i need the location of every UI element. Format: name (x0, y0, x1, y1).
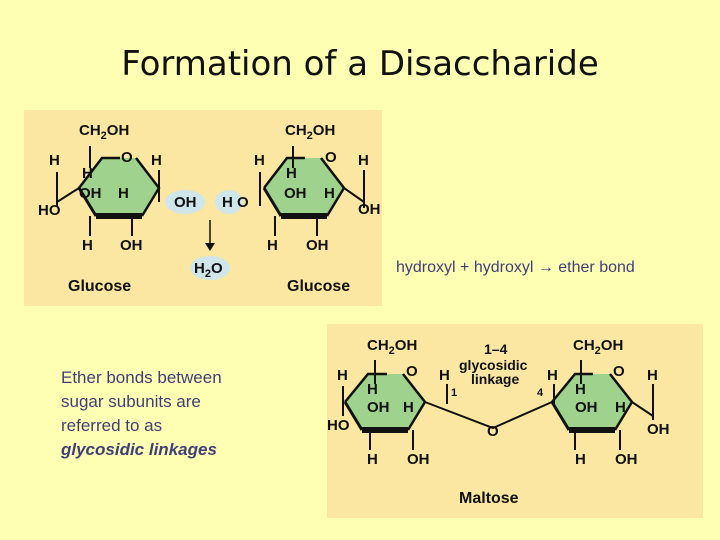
svg-text:O: O (613, 363, 625, 380)
svg-text:OH: OH (367, 399, 390, 416)
svg-text:CH2OH: CH2OH (573, 337, 623, 357)
glucose-caption-left: Glucose (68, 278, 132, 295)
svg-text:CH2OH: CH2OH (367, 337, 417, 357)
svg-text:O: O (487, 423, 499, 440)
svg-text:4: 4 (537, 387, 544, 399)
glucose-ring-left (56, 146, 161, 236)
svg-text:H: H (367, 451, 378, 468)
maltose-caption: Maltose (459, 490, 519, 507)
svg-text:OH: OH (120, 237, 143, 254)
svg-text:HO: HO (327, 417, 350, 434)
svg-text:H: H (82, 165, 93, 182)
svg-text:OH: OH (407, 451, 430, 468)
glucose-caption-right: Glucose (287, 278, 351, 295)
maltose-panel: CH2OH O H H H OH H HO H OH 1 O 1–4 glyco… (327, 324, 703, 518)
reaction-description: hydroxyl + hydroxyl → ether bond (396, 259, 635, 276)
svg-text:H: H (547, 367, 558, 384)
svg-text:OH: OH (284, 185, 307, 202)
svg-text:CH2OH: CH2OH (285, 122, 335, 142)
arrow-head-icon (205, 243, 215, 251)
svg-text:O: O (325, 149, 337, 166)
svg-text:CH2OH: CH2OH (79, 122, 129, 142)
svg-text:H: H (324, 185, 335, 202)
svg-text:OH: OH (79, 185, 102, 202)
glucose-ring-right (259, 146, 365, 236)
water-highlight (190, 256, 230, 280)
svg-text:H: H (439, 367, 450, 384)
svg-text:H: H (647, 367, 658, 384)
svg-text:H: H (575, 381, 586, 398)
svg-text:OH: OH (615, 451, 638, 468)
svg-text:glycosidic: glycosidic (459, 357, 528, 373)
svg-text:1: 1 (451, 387, 457, 399)
svg-text:linkage: linkage (471, 371, 519, 387)
svg-text:OH: OH (306, 237, 329, 254)
svg-text:H: H (575, 451, 586, 468)
svg-text:OH: OH (647, 421, 670, 438)
glucose-reaction-diagram: CH2OH O H H H OH H HO H OH OH CH2OH O H … (38, 122, 381, 280)
svg-text:OH: OH (358, 201, 381, 218)
svg-text:1–4: 1–4 (484, 341, 508, 357)
svg-text:H: H (367, 381, 378, 398)
glucose-reaction-panel: CH2OH O H H H OH H HO H OH OH CH2OH O H … (24, 110, 382, 306)
svg-text:H: H (337, 367, 348, 384)
maltose-ring-left (342, 360, 553, 450)
hydroxyl-highlight-right (215, 190, 243, 214)
svg-text:H: H (286, 165, 297, 182)
svg-text:H O: H O (222, 194, 249, 211)
svg-text:H: H (267, 237, 278, 254)
svg-text:O: O (121, 149, 133, 166)
svg-text:HO: HO (38, 202, 61, 219)
maltose-diagram: CH2OH O H H H OH H HO H OH 1 O 1–4 glyco… (327, 337, 670, 468)
svg-text:H: H (151, 152, 162, 169)
svg-text:O: O (406, 363, 418, 380)
svg-text:H: H (403, 399, 414, 416)
svg-text:H: H (254, 152, 265, 169)
glycosidic-note: Ether bonds between sugar subunits are r… (61, 366, 301, 462)
svg-text:H: H (118, 185, 129, 202)
svg-text:H: H (49, 152, 60, 169)
svg-text:OH: OH (575, 399, 598, 416)
svg-text:H: H (82, 237, 93, 254)
maltose-ring-right (550, 360, 654, 450)
hydroxyl-highlight-left (165, 190, 205, 214)
slide-title: Formation of a Disaccharide (121, 44, 599, 84)
svg-text:H: H (615, 399, 626, 416)
water-label: H2O (194, 260, 223, 280)
svg-text:H: H (358, 152, 369, 169)
svg-text:OH: OH (174, 194, 197, 211)
glycosidic-emphasis: glycosidic linkages (61, 440, 217, 459)
